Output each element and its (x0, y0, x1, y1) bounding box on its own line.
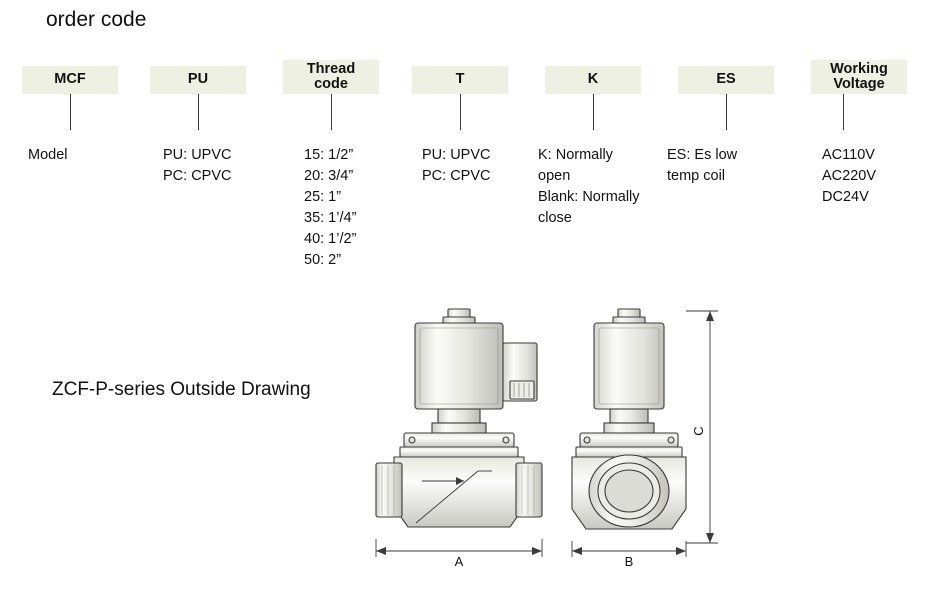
order-code-header-7: Working Voltage (811, 60, 907, 94)
order-code-stem-5 (593, 94, 594, 130)
order-code-header-label: Working (830, 60, 888, 77)
valve-front-view (375, 308, 543, 528)
order-code-body-2: PU: UPVC PC: CPVC (163, 147, 232, 184)
dimension-label-c: C (691, 426, 706, 435)
order-code-header-4: T (412, 66, 508, 94)
order-code-header-2: PU (150, 66, 246, 94)
dimension-label-b: B (625, 554, 634, 569)
order-code-body-1: Model (28, 147, 68, 163)
order-code-body-4: PU: UPVC PC: CPVC (422, 147, 491, 184)
order-code-header-1: MCF (22, 66, 118, 94)
dimension-a (375, 539, 543, 557)
order-code-body-7: AC110V AC220V DC24V (822, 147, 877, 205)
order-code-header-label: ES (716, 71, 736, 88)
dimension-label-a: A (455, 554, 464, 569)
valve-outline-drawing: A B C (360, 295, 780, 595)
order-code-header-label: Thread (306, 60, 356, 77)
order-code-header-label: T (455, 71, 465, 88)
order-code-header-label: code (314, 76, 348, 92)
order-code-header-label: MCF (54, 71, 86, 88)
order-code-stem-3 (331, 94, 332, 130)
drawing-label: ZCF-P-series Outside Drawing (52, 379, 311, 400)
order-code-stem-6 (726, 94, 727, 130)
order-code-header-6: ES (678, 66, 774, 94)
order-code-stem-1 (70, 94, 71, 130)
valve-side-view (571, 308, 687, 530)
dimension-b (571, 541, 687, 557)
order-code-header-label: PU (187, 71, 209, 88)
order-code-stem-4 (460, 94, 461, 130)
order-code-header-3: Thread code (283, 60, 379, 94)
order-code-header-label: K (587, 71, 599, 88)
order-code-body-5: K: Normally open Blank: Normally close (538, 147, 640, 226)
order-code-stem-7 (843, 94, 844, 130)
page-title: order code (46, 8, 147, 31)
order-code-header-5: K (545, 66, 641, 94)
order-code-stem-2 (198, 94, 199, 130)
order-code-body-6: ES: Es low temp coil (667, 147, 738, 184)
order-code-body-3: 15: 1/2” 20: 3/4” 25: 1” 35: 1’/4” 40: 1… (304, 147, 357, 268)
dimension-c (686, 310, 718, 544)
order-code-header-label: Voltage (833, 76, 885, 92)
